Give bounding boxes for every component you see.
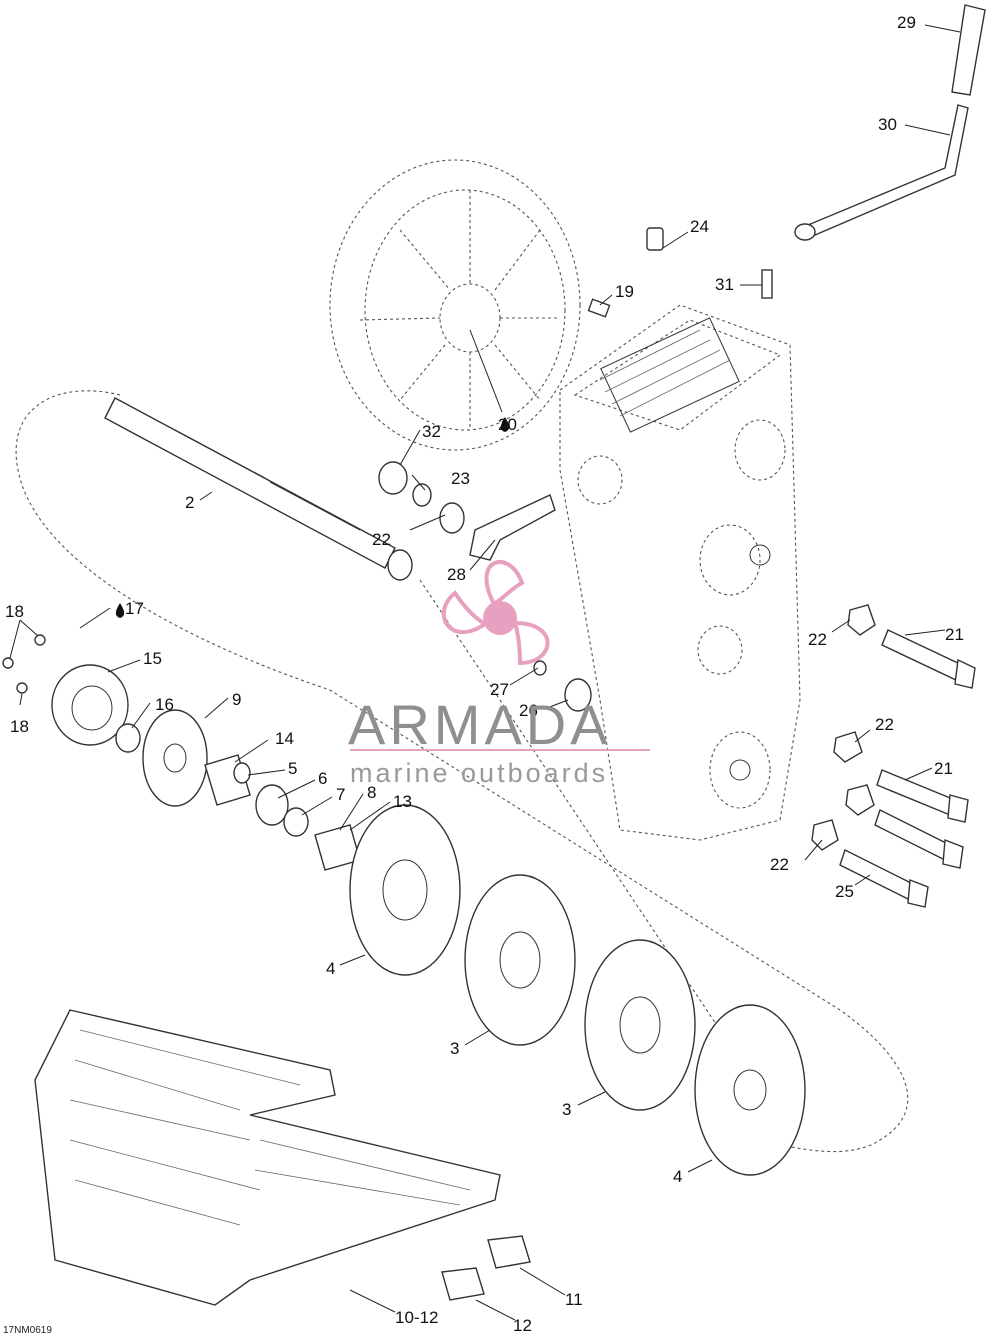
part-label-22-right-top: 22	[808, 630, 827, 649]
part-label-6: 6	[318, 769, 327, 788]
part-label-19: 19	[615, 282, 634, 301]
leader-lines	[9, 24, 961, 1321]
track-clips	[441, 1235, 531, 1301]
part-label-2: 2	[185, 493, 194, 512]
sprocket-wheels	[349, 804, 806, 1176]
part-label-8: 8	[367, 783, 376, 802]
part-label-29: 29	[897, 13, 916, 32]
drive-pulley-dashed	[329, 159, 581, 451]
part-label-10-12: 10-12	[395, 1308, 438, 1327]
part-label-32: 32	[422, 422, 441, 441]
part-label-24: 24	[690, 217, 709, 236]
part-label-18-bottom: 18	[10, 717, 29, 736]
part-label-22-right-mid: 22	[875, 715, 894, 734]
part-label-14: 14	[275, 729, 294, 748]
propeller-logo-icon	[441, 560, 550, 666]
bearing-housing-group	[2, 634, 361, 871]
watermark: ARMADA marine outboards	[348, 560, 650, 788]
part-label-28: 28	[447, 565, 466, 584]
part-label-16: 16	[155, 695, 174, 714]
part-label-4-right: 4	[673, 1167, 682, 1186]
drive-shaft	[104, 397, 413, 581]
track-outline-dashed	[15, 390, 909, 1153]
oil-drop-icon	[115, 603, 125, 618]
oil-drop-icon	[500, 417, 510, 432]
part-label-26: 26	[519, 701, 538, 720]
part-label-22-upper: 22	[372, 530, 391, 549]
part-label-7: 7	[336, 785, 345, 804]
part-label-17: 17	[125, 599, 144, 618]
part-label-5: 5	[288, 759, 297, 778]
part-label-4-left: 4	[326, 959, 335, 978]
part-labels: 29 30 24 31 19 20 32 23 22 2 28 22 21 22…	[5, 13, 964, 1335]
part-label-22-right-bottom: 22	[770, 855, 789, 874]
diagram-code: 17NM0619	[3, 1325, 52, 1336]
part-label-12: 12	[513, 1316, 532, 1335]
watermark-subtitle: marine outboards	[350, 758, 608, 788]
hardware-items	[378, 227, 773, 712]
part-label-23: 23	[451, 469, 470, 488]
part-label-3-right: 3	[562, 1100, 571, 1119]
part-label-25: 25	[835, 882, 854, 901]
part-label-15: 15	[143, 649, 162, 668]
part-label-21-mid: 21	[934, 759, 953, 778]
part-label-30: 30	[878, 115, 897, 134]
bolts-and-nuts	[811, 604, 976, 908]
track-segment	[34, 1009, 501, 1306]
part-label-11: 11	[565, 1290, 583, 1309]
lever-assembly	[794, 4, 986, 241]
part-label-9: 9	[232, 690, 241, 709]
part-label-27: 27	[490, 680, 509, 699]
part-label-31: 31	[715, 275, 734, 294]
watermark-title: ARMADA	[348, 693, 612, 756]
part-label-18-top: 18	[5, 602, 24, 621]
part-label-20: 20	[498, 415, 517, 434]
axle-centerline	[419, 579, 761, 1091]
part-label-21-top: 21	[945, 625, 964, 644]
part-label-3-left: 3	[450, 1039, 459, 1058]
part-label-13: 13	[393, 792, 412, 811]
chaincase-housing	[559, 304, 801, 841]
